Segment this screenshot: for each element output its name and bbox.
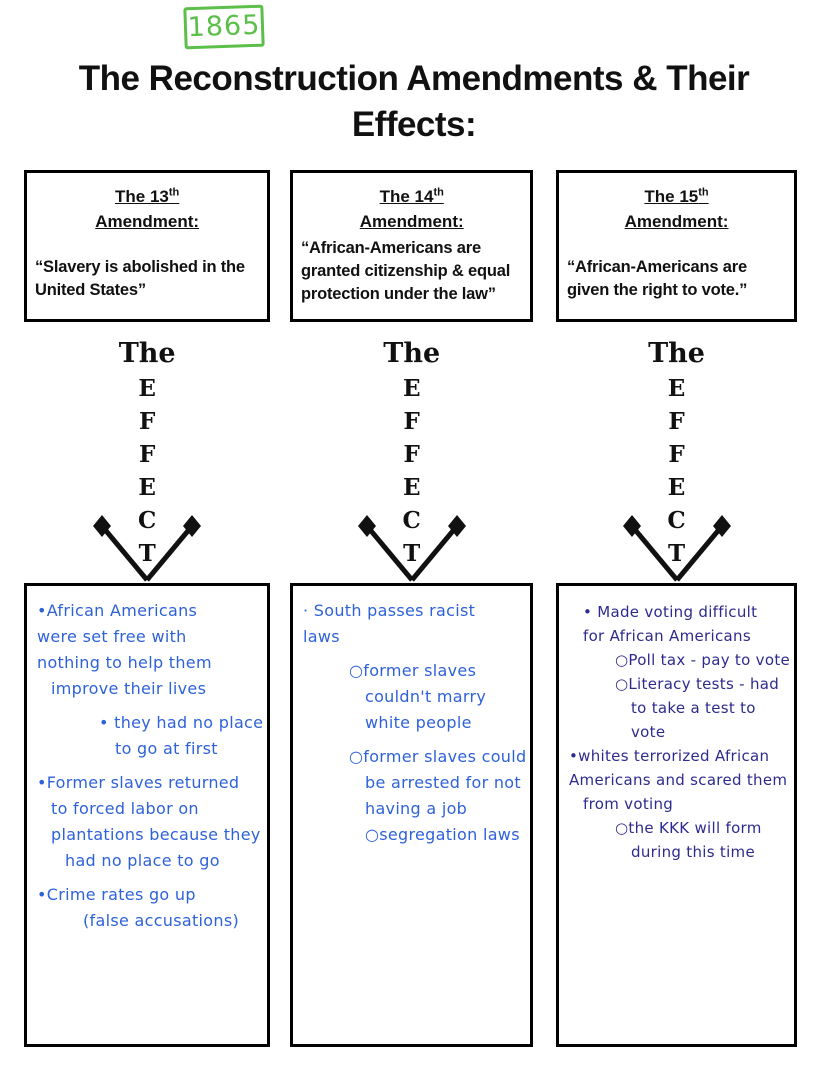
note-line: to take a test to (631, 699, 756, 717)
column-13th-amendment: The 13th Amendment: “Slavery is abolishe… (24, 170, 271, 1047)
effect-letter: T (667, 540, 686, 567)
effect-letter: E (667, 375, 686, 402)
amendment-quote-14: “African-Americans are granted citizensh… (301, 238, 511, 303)
amendment-quote-15: “African-Americans are given the right t… (567, 257, 748, 299)
down-arrow-icon (357, 515, 466, 582)
note-line: ○the KKK will form (615, 819, 762, 837)
note-line: white people (365, 713, 472, 732)
down-arrow-icon (622, 515, 731, 582)
note-line: nothing to help them (37, 653, 212, 672)
amendment-number: The 15 (644, 186, 699, 206)
note-line: be arrested for not (365, 773, 521, 792)
amendment-box-13: The 13th Amendment: “Slavery is abolishe… (24, 170, 271, 322)
note-line: •Former slaves returned (37, 773, 240, 792)
column-15th-amendment: The 15th Amendment: “African-Americans a… (556, 170, 798, 1047)
note-line: Americans and scared them (569, 771, 788, 789)
effects-notes-box-15: • Made voting difficult for African Ameri… (556, 583, 798, 1047)
effect-arrow-graphic-13: The E F F E C T (67, 336, 227, 583)
effect-letter: F (668, 441, 685, 468)
effect-word: The (118, 338, 176, 369)
note-line: •African Americans (37, 601, 198, 620)
effects-notes-box-14: · South passes racist laws ○former slaves c… (290, 583, 534, 1047)
effect-arrow-graphic-14: The E F F E C T (332, 336, 492, 583)
effect-letter: C (402, 507, 421, 534)
amendment-number: The 13 (115, 186, 169, 206)
title-line-1: The Reconstruction Amendments & Their (78, 59, 750, 98)
effect-letter: F (403, 408, 420, 435)
ordinal-suffix: th (698, 186, 709, 198)
amendment-heading-15: The 15th Amendment: (567, 180, 786, 234)
note-line: ○Poll tax - pay to vote (615, 651, 791, 669)
note-line: (false accusations) (83, 911, 239, 930)
note-line: plantations because they (51, 825, 261, 844)
note-line: • Made voting difficult (583, 603, 758, 621)
note-line: from voting (583, 795, 674, 813)
amendment-box-15: The 15th Amendment: “African-Americans a… (556, 170, 798, 322)
note-line: improve their lives (51, 679, 207, 698)
amendment-box-14: The 14th Amendment: “African-Americans a… (290, 170, 534, 322)
note-line: vote (631, 723, 666, 741)
note-line: ○segregation laws (365, 825, 520, 844)
ordinal-suffix: th (433, 186, 444, 198)
note-line: • they had no place (99, 713, 264, 732)
note-line: •whites terrorized African (569, 747, 770, 765)
effect-letter: T (138, 540, 156, 567)
effect-letter: F (403, 441, 420, 468)
effect-letter: T (403, 540, 421, 567)
amendment-heading-13: The 13th Amendment: (35, 180, 259, 234)
note-line: laws (303, 627, 340, 646)
amendment-heading-14: The 14th Amendment: (301, 180, 522, 234)
note-line: ○Literacy tests - had (615, 675, 780, 693)
note-line: ○former slaves could (349, 747, 527, 766)
ordinal-suffix: th (168, 186, 180, 198)
effect-letter: C (137, 507, 157, 534)
effect-letter: F (138, 408, 156, 435)
column-14th-amendment: The 14th Amendment: “African-Americans a… (290, 170, 534, 1047)
page-title: The Reconstruction Amendments & Their Ef… (0, 0, 828, 148)
title-line-2: Effects: (351, 105, 477, 144)
amendment-label: Amendment: (95, 211, 200, 231)
note-line: •Crime rates go up (37, 885, 196, 904)
note-line: to go at first (115, 739, 218, 758)
effect-letter: E (667, 474, 686, 501)
effect-word: The (383, 338, 441, 369)
note-line: ○former slaves (349, 661, 477, 680)
note-line: · South passes racist (303, 601, 476, 620)
note-line: were set free with (37, 627, 187, 646)
amendment-number: The 14 (379, 186, 434, 206)
note-line: couldn't marry (365, 687, 487, 706)
year-1865-box: 1865 (183, 4, 265, 50)
effects-notes-box-13: •African Americans were set free with noth… (24, 583, 271, 1047)
note-line: having a job (365, 799, 468, 818)
effect-letter: E (402, 474, 421, 501)
note-line: for African Americans (583, 627, 751, 645)
note-line: to forced labor on (51, 799, 199, 818)
effect-word: The (648, 338, 705, 369)
amendment-label: Amendment: (624, 211, 729, 231)
effect-letter: F (138, 441, 156, 468)
note-line: during this time (631, 843, 755, 861)
effect-letter: E (138, 474, 156, 501)
amendment-quote-13: “Slavery is abolished in the United Stat… (35, 257, 245, 299)
amendments-grid: The 13th Amendment: “Slavery is abolishe… (0, 170, 828, 1047)
down-arrow-icon (93, 515, 202, 582)
effect-letter: C (667, 507, 686, 534)
effect-letter: E (138, 375, 156, 402)
amendment-label: Amendment: (359, 211, 464, 231)
effect-letter: E (402, 375, 421, 402)
effect-letter: F (668, 408, 685, 435)
effect-arrow-graphic-15: The E F F E C T (597, 336, 757, 583)
note-line: had no place to go (65, 851, 220, 870)
